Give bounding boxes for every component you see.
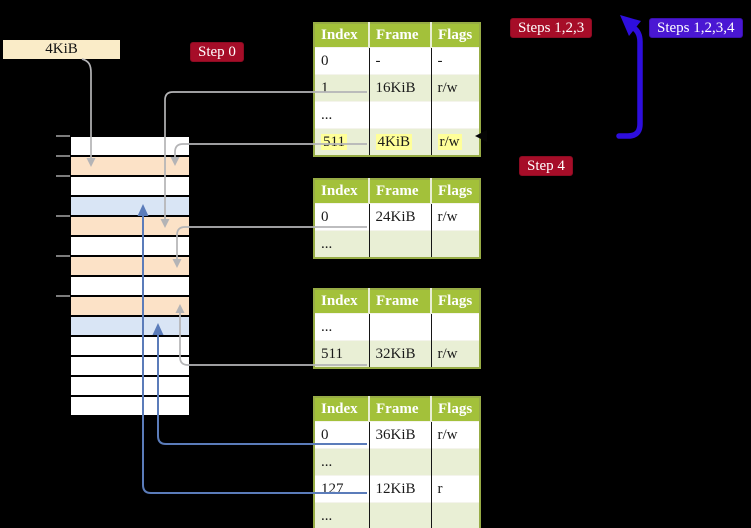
table-row: ...: [314, 313, 480, 341]
table-cell: 0: [314, 47, 370, 75]
table-cell: [431, 101, 480, 129]
column-header: Index: [314, 397, 370, 422]
memory-frame-row: [70, 176, 190, 196]
memory-boundary-tick: [56, 135, 70, 137]
table-cell: [369, 448, 432, 476]
memory-boundary-tick: [56, 155, 70, 157]
table-cell: 511: [314, 128, 370, 156]
label-step-4: Step 4: [519, 156, 573, 176]
memory-frame-row: [70, 156, 190, 176]
table-row: ...: [314, 230, 480, 258]
memory-frame-row: [70, 256, 190, 276]
memory-frame-row: [70, 356, 190, 376]
table-row: 0--: [314, 47, 480, 75]
table-cell: [369, 502, 432, 528]
table-cell: 32KiB: [369, 340, 432, 368]
column-header: Frame: [369, 397, 432, 422]
table-row: ...: [314, 448, 480, 476]
table-cell: ...: [314, 448, 370, 476]
memory-frame-row: [70, 376, 190, 396]
label-step-0: Step 0: [190, 42, 244, 62]
table-cell: 12KiB: [369, 475, 432, 503]
table-cell: [369, 313, 432, 341]
table-cell: 36KiB: [369, 421, 432, 449]
memory-boundary-tick: [56, 175, 70, 177]
column-header: Frame: [369, 179, 432, 204]
memory-frame-row: [70, 316, 190, 336]
table-cell: 0: [314, 203, 370, 231]
table-cell: 1: [314, 74, 370, 102]
memory-frame-row: [70, 196, 190, 216]
memory-frame-row: [70, 396, 190, 416]
table-cell: [369, 230, 432, 258]
column-header: Frame: [369, 23, 432, 48]
table-cell: [431, 448, 480, 476]
memory-frame-row: [70, 336, 190, 356]
table-cell: r/w: [431, 340, 480, 368]
table-cell: ...: [314, 230, 370, 258]
memory-frame-row: [70, 216, 190, 236]
table-cell: 0: [314, 421, 370, 449]
table-cell: -: [431, 47, 480, 75]
column-header: Index: [314, 289, 370, 314]
memory-boundary-tick: [56, 255, 70, 257]
column-header: Flags: [431, 23, 480, 48]
table-cell: 4KiB: [369, 128, 432, 156]
table-cell: r/w: [431, 128, 480, 156]
arrow-steps-loop: [616, 24, 643, 139]
memory-frame-row: [70, 296, 190, 316]
memory-boundary-tick: [56, 295, 70, 297]
column-header: Flags: [431, 397, 480, 422]
column-header: Index: [314, 179, 370, 204]
table-cell: 24KiB: [369, 203, 432, 231]
table-cell: 16KiB: [369, 74, 432, 102]
table-cell: ...: [314, 502, 370, 528]
memory-frame-row: [70, 236, 190, 256]
highlighted-value: 511: [321, 133, 347, 150]
table-cell: 127: [314, 475, 370, 503]
table-cell: r/w: [431, 421, 480, 449]
label-steps-1-2-3: Steps 1,2,3: [510, 18, 593, 38]
table-cell: -: [369, 47, 432, 75]
table-cell: [431, 313, 480, 341]
memory-frame-row: [70, 276, 190, 296]
page-size-box: 4KiB: [3, 40, 120, 59]
table-row: ...: [314, 101, 480, 129]
table-cell: [369, 101, 432, 129]
table-cell: r/w: [431, 74, 480, 102]
arrowhead-up-left-icon: [620, 15, 641, 36]
table-cell: r: [431, 475, 480, 503]
table-row: ...: [314, 502, 480, 528]
table-cell: ...: [314, 313, 370, 341]
table-cell: 511: [314, 340, 370, 368]
column-header: Frame: [369, 289, 432, 314]
table-cell: ...: [314, 101, 370, 129]
table-cell: r/w: [431, 203, 480, 231]
memory-frame-row: [70, 136, 190, 156]
column-header: Index: [314, 23, 370, 48]
highlighted-value: r/w: [437, 133, 462, 150]
column-header: Flags: [431, 179, 480, 204]
memory-boundary-tick: [56, 215, 70, 217]
label-steps-1-2-3-4: Steps 1,2,3,4: [649, 18, 743, 38]
table-row: 511 4KiB r/w: [314, 128, 480, 156]
table-cell: [431, 230, 480, 258]
column-header: Flags: [431, 289, 480, 314]
table-cell: [431, 502, 480, 528]
highlighted-value: 4KiB: [375, 133, 413, 150]
